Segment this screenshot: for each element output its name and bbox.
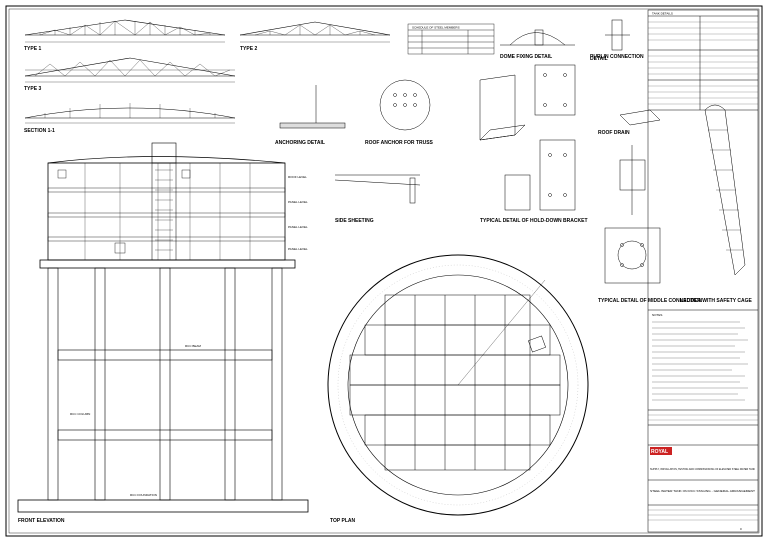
sheet-border xyxy=(5,5,763,537)
column-label: RCC COLUMN xyxy=(70,412,90,416)
truss-view-a xyxy=(24,19,226,43)
roof-drain-detail xyxy=(619,109,661,215)
drawing-title: STEEL WATER TANK ON RCC STAGING - GENERA… xyxy=(650,489,756,493)
truss-view-b xyxy=(239,21,391,43)
section-caption: SECTION 1-1 xyxy=(24,128,55,134)
company-logo: ROYAL xyxy=(651,449,668,455)
roof-drain-caption: ROOF DRAIN xyxy=(598,130,630,136)
ladder-caption: LADDER WITH SAFETY CAGE xyxy=(680,298,753,304)
ladder-cage xyxy=(704,104,746,276)
base-plate-detail xyxy=(604,227,661,284)
project-title: SUPPLY, INSTALLATION, TESTING AND COMMIS… xyxy=(650,467,755,471)
revision: 0 xyxy=(740,527,742,531)
level-2-label: PANEL LEVEL xyxy=(288,225,308,229)
truss-b-caption: TYPE 2 xyxy=(240,46,257,52)
purlin-connection-caption: PURLIN CONNECTION xyxy=(590,54,644,60)
top-plan xyxy=(327,254,589,516)
truss-view-c xyxy=(24,57,236,83)
hold-down-bracket-detail xyxy=(504,139,576,211)
plan-caption: TOP PLAN xyxy=(330,518,355,524)
anchor-detail-caption: ANCHORING DETAIL xyxy=(275,140,325,146)
base-plate-caption: TYPICAL DETAIL OF MIDDLE CONNECTION xyxy=(598,298,703,304)
side-sheeting-caption: SIDE SHEETING xyxy=(335,218,374,224)
truss-c-caption: TYPE 3 xyxy=(24,86,41,92)
plate-detail-caption: DETAIL xyxy=(590,56,608,62)
roof-level-label: ROOF LEVEL xyxy=(288,175,307,179)
schedule-title: SCHEDULE OF STEEL MEMBERS xyxy=(412,26,460,30)
plate-detail xyxy=(534,64,576,116)
section-view xyxy=(24,103,236,124)
roof-anchor-caption: ROOF ANCHOR FOR TRUSS xyxy=(365,140,434,146)
beam-label: RCC BEAM xyxy=(185,344,201,348)
title-block-heading: TANK DETAILS xyxy=(652,12,673,16)
plan-hatch xyxy=(337,264,579,506)
notes-lines xyxy=(652,321,748,401)
truss-a-caption: TYPE 1 xyxy=(24,46,41,52)
title-block xyxy=(647,9,759,533)
schedule-table xyxy=(407,23,495,55)
roof-anchor-detail xyxy=(379,79,431,131)
level-3-label: PANEL LEVEL xyxy=(288,247,308,251)
dome-fixing-detail xyxy=(500,29,575,46)
front-elevation-caption: FRONT ELEVATION xyxy=(18,518,65,524)
side-sheeting-detail xyxy=(334,174,421,204)
hold-down-caption: TYPICAL DETAIL OF HOLD-DOWN BRACKET xyxy=(480,218,588,224)
elevation-labels: ROOF LEVEL PANEL LEVEL PANEL LEVEL PANEL… xyxy=(70,175,308,497)
inner-border xyxy=(8,8,760,534)
bracket-3d-detail xyxy=(479,74,526,141)
dome-fixing-caption: DOME FIXING DETAIL xyxy=(500,54,552,60)
level-1-label: PANEL LEVEL xyxy=(288,200,308,204)
company-logo-bar xyxy=(650,447,672,455)
purlin-connection-detail xyxy=(605,19,630,51)
foundation-label: RCC FOUNDATION xyxy=(130,493,157,497)
plan-panel-grid xyxy=(349,294,561,471)
notes-heading: NOTES xyxy=(652,313,662,317)
anchor-detail xyxy=(279,85,346,129)
front-elevation xyxy=(17,142,309,513)
